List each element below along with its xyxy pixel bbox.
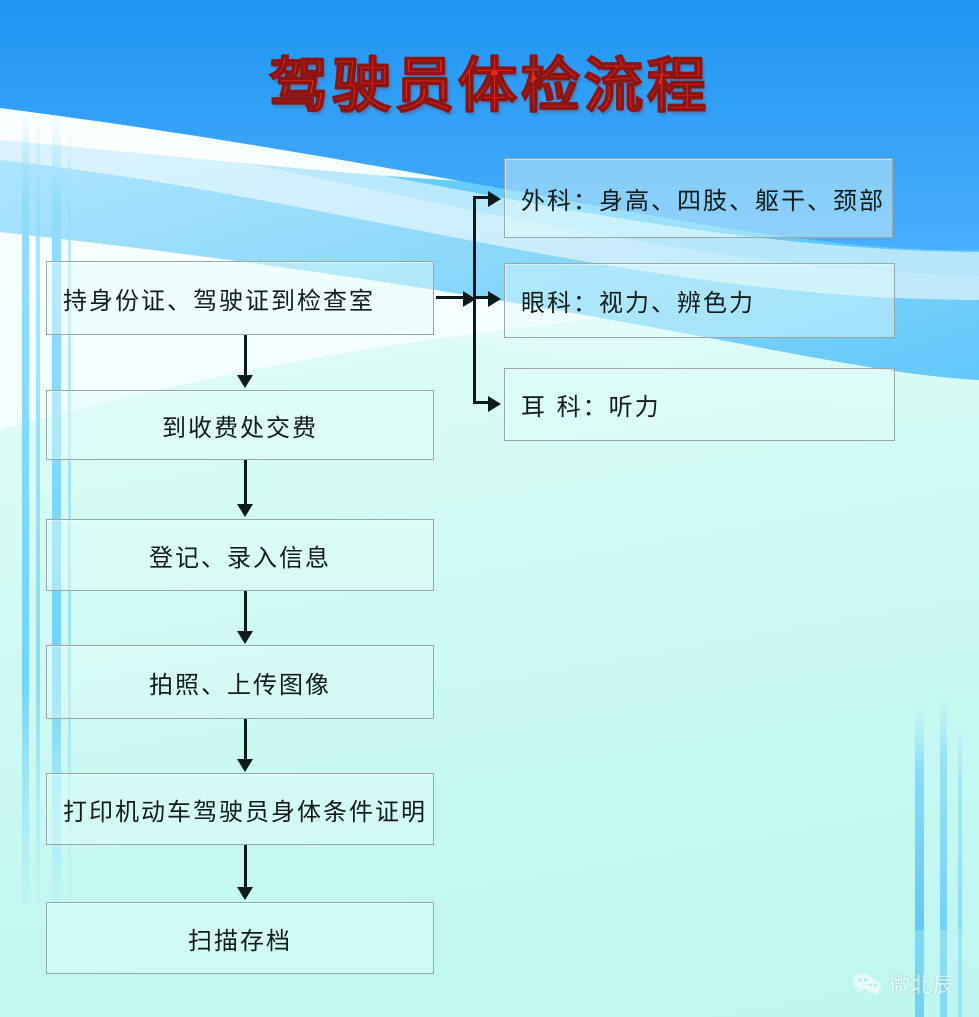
arrowhead-trunk-branch1: [488, 191, 501, 207]
connector-trunk-branch1: [473, 196, 491, 199]
flow-step-1-label: 持身份证、驾驶证到检查室: [63, 286, 375, 315]
watermark: 微北辰: [852, 969, 955, 999]
flow-step-2: 到收费处交费: [46, 390, 434, 460]
watermark-label: 微北辰: [889, 973, 955, 997]
stripe-left-1: [22, 105, 29, 905]
connector-step2-step3: [244, 460, 247, 506]
connector-branch-trunk: [473, 196, 476, 404]
flow-step-4: 拍照、上传图像: [46, 645, 434, 719]
arrowhead-step3-step4: [237, 631, 253, 644]
arrowhead-step1-step2: [237, 375, 253, 388]
flow-step-6-label: 扫描存档: [188, 926, 292, 955]
flow-step-6: 扫描存档: [46, 902, 434, 974]
exam-branch-2-label: 眼科：视力、辨色力: [521, 289, 755, 317]
exam-branch-3-label: 耳 科：听力: [521, 393, 661, 421]
flow-step-1: 持身份证、驾驶证到检查室: [46, 261, 434, 335]
arrowhead-step5-step6: [237, 887, 253, 900]
exam-branch-1-label: 外科：身高、四肢、躯干、颈部: [521, 186, 885, 215]
flow-step-4-label: 拍照、上传图像: [149, 670, 331, 699]
arrowhead-step4-step5: [237, 759, 253, 772]
connector-step3-step4: [244, 591, 247, 633]
stripe-right-3: [958, 712, 962, 1017]
connector-step1-step2: [244, 335, 247, 377]
stripe-right-2: [940, 686, 947, 1017]
exam-branch-3: 耳 科：听力: [504, 368, 895, 441]
flow-step-2-label: 到收费处交费: [162, 413, 318, 442]
flow-step-3-label: 登记、录入信息: [149, 543, 331, 572]
connector-trunk-branch2: [473, 296, 491, 299]
exam-branch-1: 外科：身高、四肢、躯干、颈部: [504, 158, 893, 238]
stripe-right-1: [915, 700, 924, 1017]
connector-step1-to-trunk: [436, 296, 466, 299]
arrowhead-trunk-branch2: [488, 291, 501, 307]
wechat-icon: [853, 973, 881, 996]
flow-step-5-label: 打印机动车驾驶员身体条件证明: [63, 797, 427, 826]
exam-branch-2: 眼科：视力、辨色力: [504, 263, 895, 338]
page-title: 驾驶员体检流程: [268, 51, 710, 120]
connector-trunk-branch3: [473, 401, 491, 404]
flow-step-3: 登记、录入信息: [46, 519, 434, 591]
connector-step5-step6: [244, 845, 247, 889]
flow-step-5: 打印机动车驾驶员身体条件证明: [46, 773, 434, 845]
stripe-left-2: [36, 108, 40, 903]
arrowhead-step2-step3: [237, 504, 253, 517]
arrowhead-trunk-branch3: [488, 396, 501, 412]
connector-step4-step5: [244, 719, 247, 761]
arrowhead-step1-to-trunk: [463, 291, 476, 307]
